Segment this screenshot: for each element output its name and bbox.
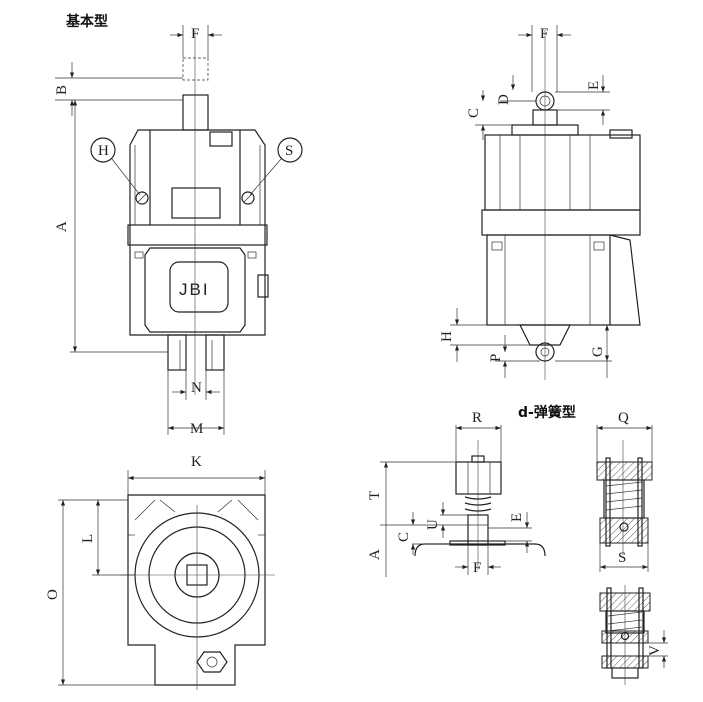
dim-A: A bbox=[54, 221, 70, 232]
dim-S-spring: S bbox=[618, 550, 626, 566]
bottom-view: K L O bbox=[45, 454, 275, 690]
dim-E-spring: E bbox=[509, 513, 525, 522]
title-spring: d-弹簧型 bbox=[518, 404, 576, 421]
dim-K: K bbox=[191, 454, 202, 470]
front-view: JBI H S F B A N M bbox=[54, 25, 303, 437]
dim-D-side: D bbox=[496, 94, 512, 105]
dim-F-spring: F bbox=[473, 560, 481, 576]
nameplate-jbi: JBI bbox=[179, 280, 210, 299]
dim-F: F bbox=[191, 26, 199, 42]
dim-Q: Q bbox=[618, 410, 629, 426]
dim-G-side: G bbox=[590, 346, 606, 357]
spring-detail: R T A U C E F bbox=[367, 410, 546, 577]
spring-section-lower: V bbox=[599, 585, 668, 685]
dim-B: B bbox=[54, 85, 70, 95]
dim-T: T bbox=[367, 491, 383, 500]
dim-N: N bbox=[191, 380, 202, 396]
label-H: H bbox=[98, 143, 109, 159]
dim-U: U bbox=[425, 519, 441, 530]
dim-O: O bbox=[45, 589, 61, 600]
spring-section-upper: Q S bbox=[596, 410, 653, 572]
dim-M: M bbox=[190, 421, 203, 437]
dim-A-spring: A bbox=[367, 549, 383, 560]
dim-L: L bbox=[80, 534, 96, 543]
side-view: F E D C H P G bbox=[439, 25, 641, 380]
dim-C-spring: C bbox=[396, 532, 412, 542]
label-S: S bbox=[285, 143, 293, 159]
dim-P-side: P bbox=[488, 354, 504, 362]
dim-C-side: C bbox=[466, 108, 482, 118]
title-basic: 基本型 bbox=[66, 13, 108, 30]
dim-E-side: E bbox=[586, 81, 602, 90]
dim-H-side: H bbox=[439, 331, 455, 342]
dim-R: R bbox=[472, 410, 482, 426]
dim-F-side: F bbox=[540, 26, 548, 42]
dim-V: V bbox=[647, 645, 663, 656]
